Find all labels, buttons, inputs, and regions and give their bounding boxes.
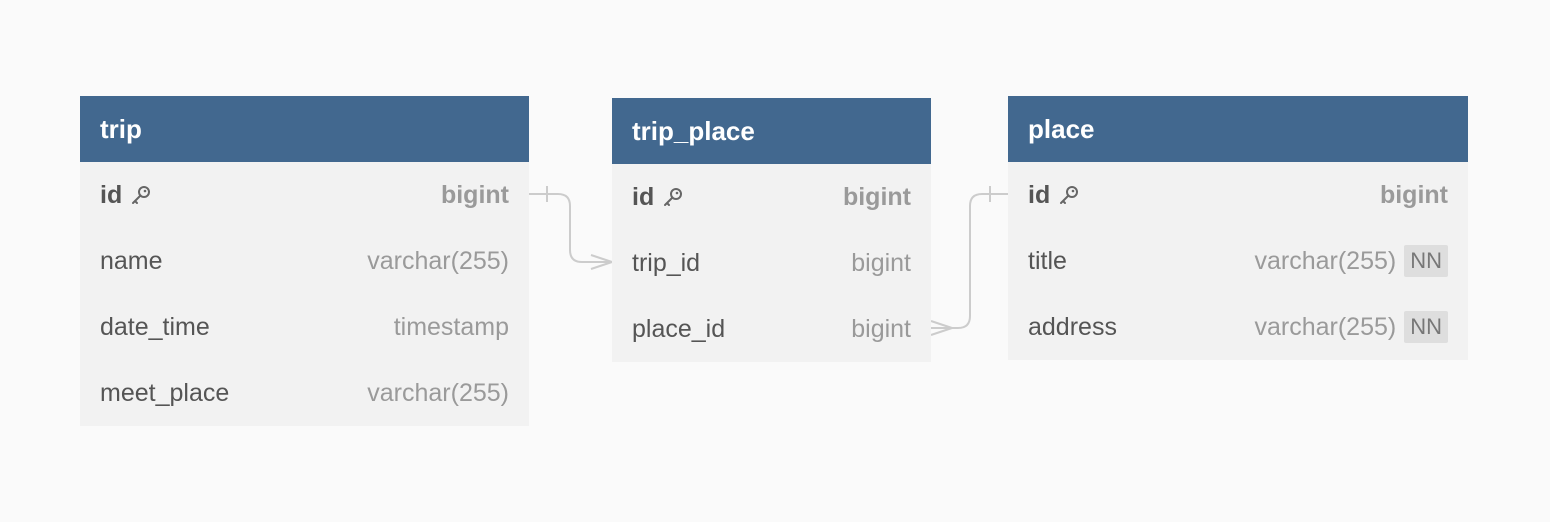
column-row-place-id[interactable]: place_id bigint: [612, 296, 931, 362]
column-row-name[interactable]: name varchar(255): [80, 228, 529, 294]
column-row-date-time[interactable]: date_time timestamp: [80, 294, 529, 360]
column-type: bigint: [842, 182, 911, 211]
column-row-id[interactable]: id bigint: [612, 164, 931, 230]
column-type: bigint: [440, 180, 509, 209]
table-trip[interactable]: trip id bigint name varchar(255) date_ti…: [80, 96, 529, 426]
primary-key-icon: [1058, 184, 1080, 206]
column-type: timestamp: [393, 312, 509, 341]
table-place[interactable]: place id bigint title varchar(255) NN ad…: [1008, 96, 1468, 360]
relation-place-trip-place[interactable]: [930, 186, 1008, 336]
table-title: trip: [80, 96, 529, 162]
column-name: address: [1028, 312, 1117, 341]
column-type-wrap: bigint: [1380, 181, 1448, 210]
column-row-address[interactable]: address varchar(255) NN: [1008, 294, 1468, 360]
relation-trip-trip-place[interactable]: [529, 186, 613, 270]
column-name: trip_id: [632, 248, 701, 277]
column-name: id: [632, 182, 655, 211]
column-type-wrap: varchar(255) NN: [1254, 311, 1448, 343]
column-name: meet_place: [100, 378, 230, 407]
primary-key-icon: [130, 184, 152, 206]
not-null-badge: NN: [1404, 245, 1448, 277]
column-name-wrap: id: [1028, 181, 1080, 210]
column-type-wrap: varchar(255) NN: [1254, 245, 1448, 277]
column-type: varchar(255): [1254, 312, 1397, 341]
primary-key-icon: [662, 186, 684, 208]
table-title: trip_place: [612, 98, 931, 164]
column-name: name: [100, 246, 163, 275]
column-row-id[interactable]: id bigint: [1008, 162, 1468, 228]
many-marker-upper: [930, 320, 953, 329]
column-row-meet-place[interactable]: meet_place varchar(255): [80, 360, 529, 426]
column-name: id: [100, 180, 123, 209]
column-name: place_id: [632, 314, 726, 343]
column-name: title: [1028, 246, 1067, 275]
table-trip-place[interactable]: trip_place id bigint trip_id bigint plac…: [612, 98, 931, 362]
column-name-wrap: id: [632, 183, 684, 212]
column-row-title[interactable]: title varchar(255) NN: [1008, 228, 1468, 294]
table-title: place: [1008, 96, 1468, 162]
column-type: varchar(255): [367, 246, 509, 275]
column-name: date_time: [100, 312, 210, 341]
column-type: bigint: [851, 314, 911, 343]
many-marker-upper: [590, 254, 613, 263]
column-type-wrap: bigint: [441, 181, 509, 210]
column-type: varchar(255): [367, 378, 509, 407]
not-null-badge: NN: [1404, 311, 1448, 343]
column-row-id[interactable]: id bigint: [80, 162, 529, 228]
column-type: bigint: [851, 248, 911, 277]
column-type: bigint: [1379, 180, 1448, 209]
column-name: id: [1028, 180, 1051, 209]
many-marker-lower: [930, 327, 953, 336]
column-row-trip-id[interactable]: trip_id bigint: [612, 230, 931, 296]
column-type: varchar(255): [1254, 246, 1397, 275]
many-marker-lower: [590, 261, 613, 270]
column-type-wrap: bigint: [843, 183, 911, 212]
column-name-wrap: id: [100, 181, 152, 210]
